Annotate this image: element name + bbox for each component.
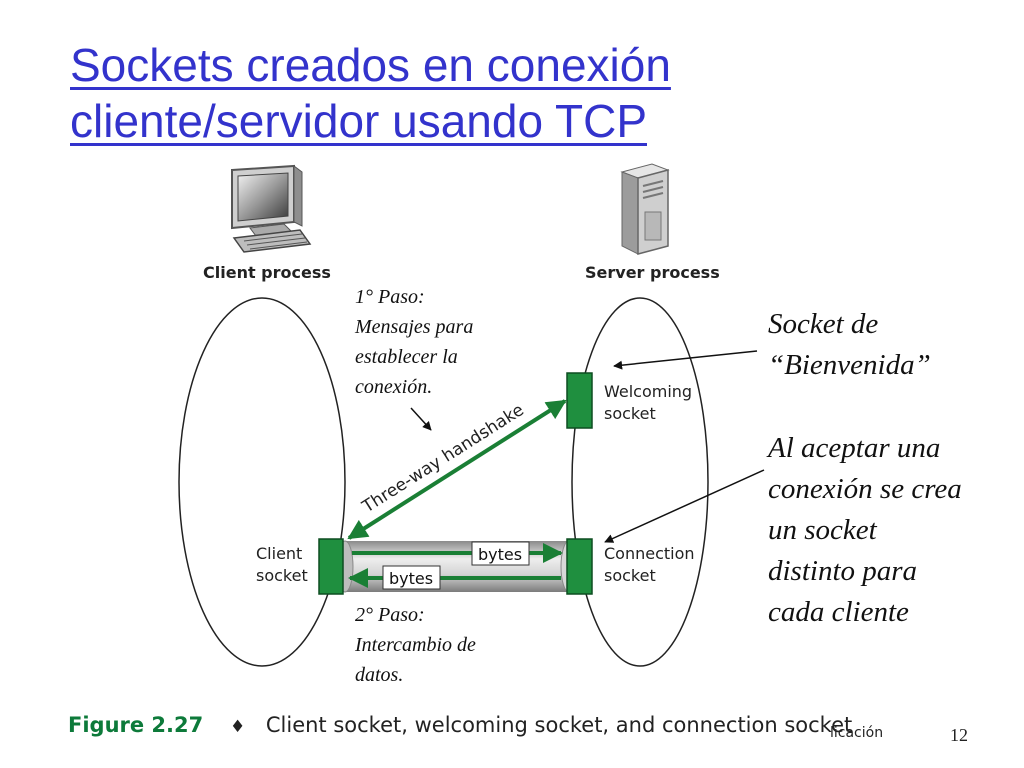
client-process-ellipse bbox=[178, 297, 346, 667]
step1-note-line-2: Mensajes para bbox=[355, 316, 474, 338]
step1-note-line-1: 1° Paso: bbox=[355, 286, 425, 308]
welcome-socket-note-line-2: “Bienvenida” bbox=[768, 349, 931, 381]
client-socket-label-line-1: Client bbox=[256, 544, 303, 563]
connection-socket-label: Connection socket bbox=[604, 543, 695, 587]
welcoming-socket-label: Welcoming socket bbox=[604, 381, 692, 425]
footer-section-text: licación bbox=[830, 725, 884, 741]
step2-note-line-3: datos. bbox=[355, 664, 404, 686]
client-socket-label: Client socket bbox=[256, 543, 308, 587]
step2-note-line-1: 2° Paso: bbox=[355, 604, 425, 626]
step1-note-line-3: establecer la bbox=[355, 346, 458, 368]
accept-connection-note-line-1: Al aceptar una bbox=[768, 432, 941, 464]
step2-note: 2° Paso: Intercambio de datos. bbox=[355, 600, 476, 690]
server-process-ellipse bbox=[571, 297, 709, 667]
step1-pointer-arrow bbox=[410, 407, 432, 431]
page-number: 12 bbox=[950, 725, 968, 745]
welcome-socket-note-line-1: Socket de bbox=[768, 308, 879, 340]
figure-caption: Figure 2.27 ♦ Client socket, welcoming s… bbox=[68, 713, 852, 737]
desktop-computer-icon bbox=[231, 164, 312, 253]
welcome-socket-note: Socket de “Bienvenida” bbox=[768, 304, 931, 386]
bytes-label-box-right bbox=[471, 541, 530, 566]
accept-connection-note: Al aceptar una conexión se crea un socke… bbox=[768, 428, 962, 633]
accept-connection-note-line-4: distinto para bbox=[768, 555, 918, 587]
slide-title-line-2: cliente/servidor usando TCP bbox=[70, 95, 647, 147]
welcome-note-pointer-arrow bbox=[613, 350, 758, 370]
bytes-label-left: bytes bbox=[389, 569, 433, 588]
step2-note-line-2: Intercambio de bbox=[355, 634, 476, 656]
handshake-arrow bbox=[347, 399, 567, 540]
client-socket-label-line-2: socket bbox=[256, 566, 308, 585]
bytes-label-right: bytes bbox=[478, 545, 522, 564]
figure-number: Figure 2.27 bbox=[68, 713, 204, 737]
step1-note: 1° Paso: Mensajes para establecer la con… bbox=[355, 282, 473, 402]
welcoming-socket-label-line-2: socket bbox=[604, 404, 656, 423]
caption-separator-icon: ♦ bbox=[229, 717, 246, 737]
connection-socket-label-line-2: socket bbox=[604, 566, 656, 585]
caption-text: Client socket, welcoming socket, and con… bbox=[265, 713, 853, 737]
welcoming-socket-box bbox=[566, 372, 593, 429]
server-process-label: Server process bbox=[585, 263, 720, 282]
connection-socket-label-line-1: Connection bbox=[604, 544, 695, 563]
accept-connection-note-line-5: cada cliente bbox=[768, 596, 909, 628]
server-tower-icon bbox=[620, 163, 670, 255]
bytes-label-box-left bbox=[382, 565, 441, 590]
connection-socket-box bbox=[566, 538, 593, 595]
accept-connection-note-line-2: conexión se crea bbox=[768, 473, 962, 505]
slide-title-line-1: Sockets creados en conexión bbox=[70, 39, 671, 91]
tcp-connection-pipe bbox=[336, 540, 578, 593]
handshake-label: Three-way handshake bbox=[358, 400, 528, 518]
accept-note-pointer-arrow bbox=[604, 469, 765, 543]
step1-note-line-4: conexión. bbox=[355, 376, 433, 398]
welcoming-socket-label-line-1: Welcoming bbox=[604, 382, 693, 401]
client-socket-box bbox=[318, 538, 344, 595]
accept-connection-note-line-3: un socket bbox=[768, 514, 877, 546]
client-process-label: Client process bbox=[203, 263, 331, 282]
